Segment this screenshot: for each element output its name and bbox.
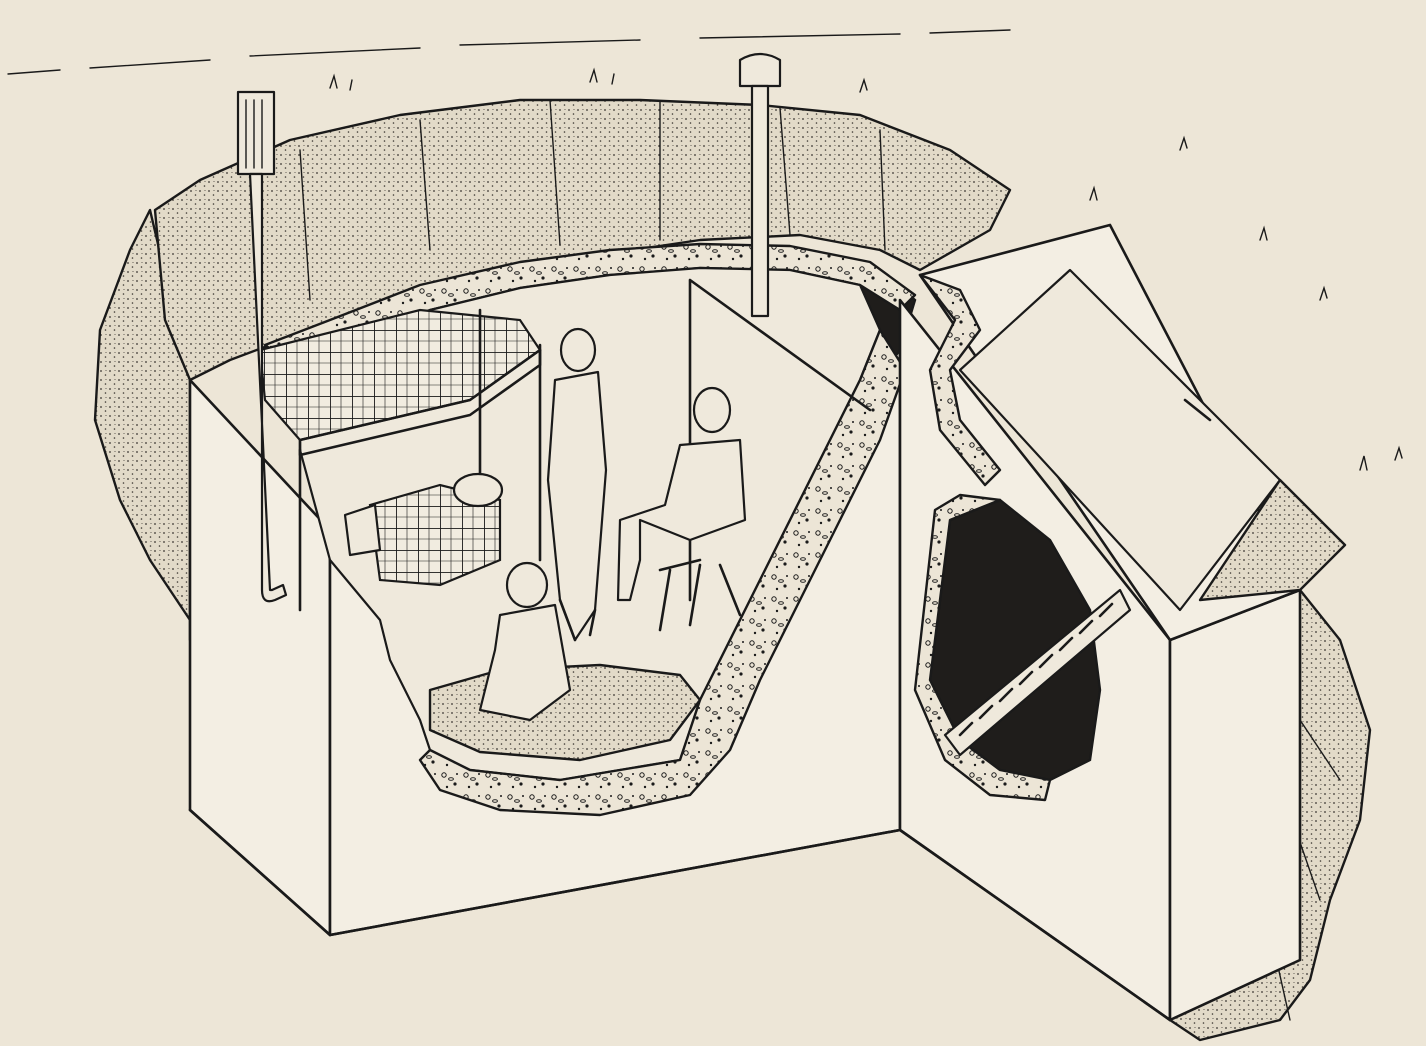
bunk-bed [258,308,542,612]
hatch-opening-shadow [1198,478,1347,602]
room-partition [688,278,872,602]
hatch-wall-section [918,273,1002,487]
wall-section-right [418,328,907,817]
seated-man [616,386,747,632]
seated-woman [478,561,572,722]
shelter-base-edge [188,808,1172,1022]
lower-bunk-blanket [368,483,502,587]
entrance-stairs [943,588,1132,757]
pillow [343,503,382,557]
stair-shaft-wall [913,493,1052,802]
sleeping-child-head [452,472,504,508]
hatch-housing-side [1168,588,1302,1022]
ventilation-pipe-left [236,90,288,603]
ventilation-pipe-right [738,52,782,318]
ground-surface [7,29,1403,471]
standing-man [546,327,608,642]
